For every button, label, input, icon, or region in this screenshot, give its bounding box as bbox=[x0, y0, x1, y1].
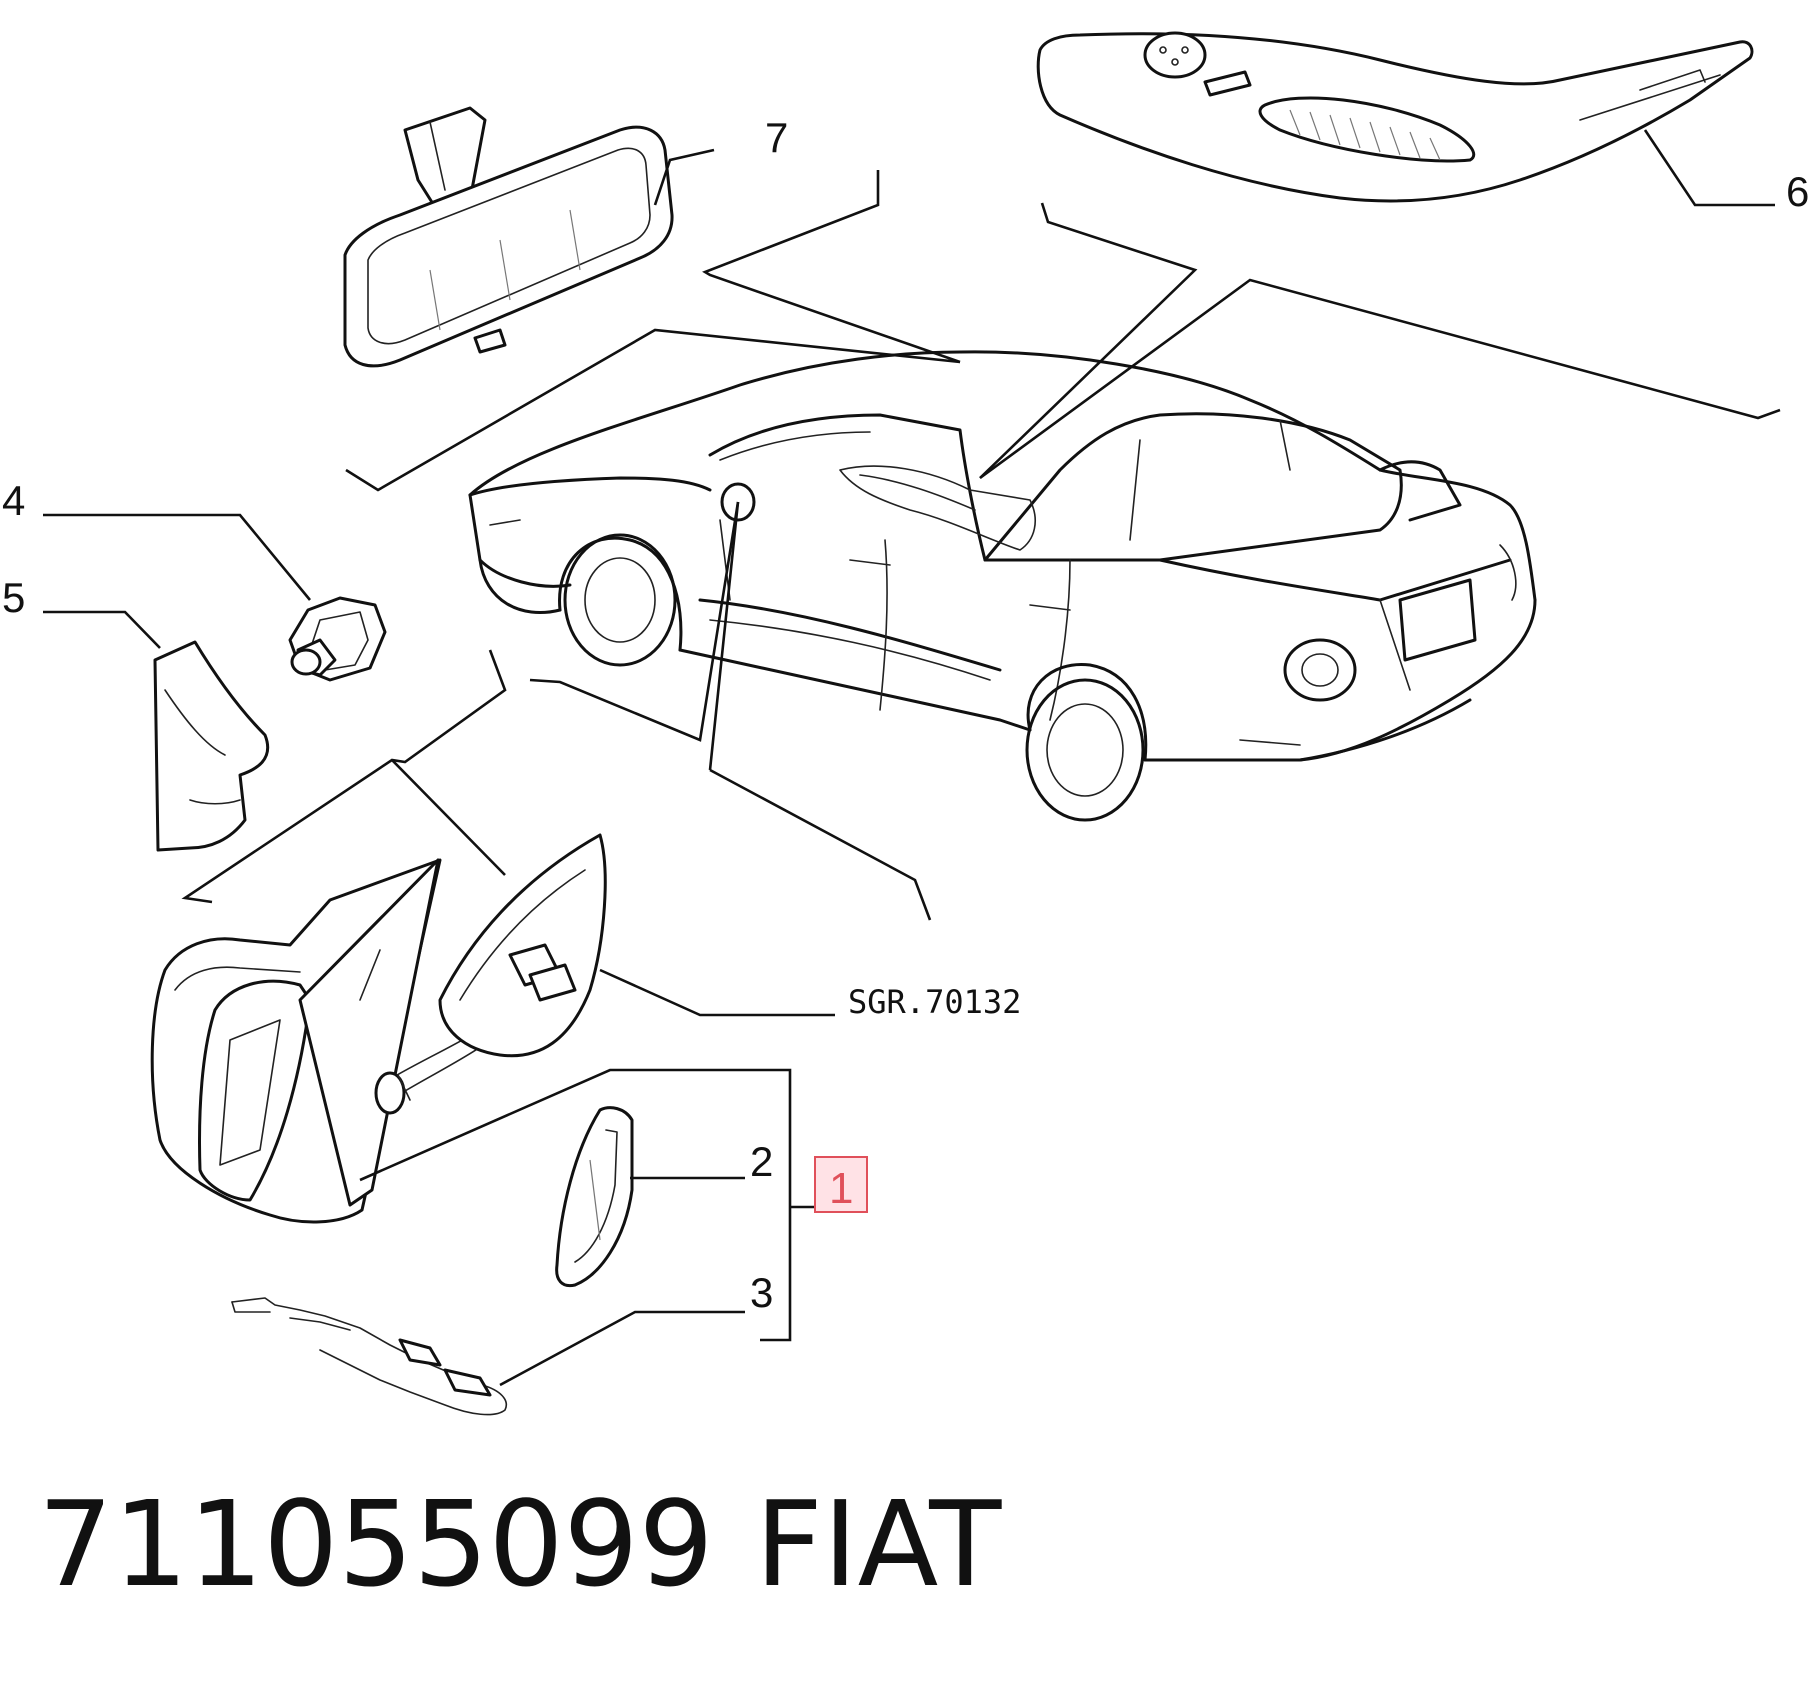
callout-leaders bbox=[43, 129, 1775, 1387]
exterior-mirror-assembly bbox=[150, 833, 607, 1224]
callout-3: 3 bbox=[750, 1269, 773, 1316]
callout-2: 2 bbox=[750, 1138, 773, 1185]
overhead-console bbox=[1036, 31, 1754, 203]
rearview-mirror bbox=[343, 106, 674, 368]
mirror-glass bbox=[555, 1106, 634, 1288]
callout-5: 5 bbox=[2, 574, 25, 621]
car-illustration bbox=[468, 350, 1537, 822]
brand-name: FIAT bbox=[755, 1475, 1002, 1613]
callout-7: 7 bbox=[765, 114, 788, 161]
callout-4: 4 bbox=[2, 477, 25, 524]
reference-code: SGR.70132 bbox=[848, 983, 1021, 1021]
guide-lines bbox=[181, 170, 1781, 921]
clip bbox=[288, 596, 387, 682]
part-number: 711055099 bbox=[38, 1475, 714, 1613]
wire-harness bbox=[231, 1297, 507, 1416]
callout-1: 1 bbox=[829, 1164, 853, 1213]
callout-6: 6 bbox=[1786, 168, 1809, 215]
callout-1-highlight bbox=[814, 1156, 868, 1213]
mirror-trim-cover bbox=[153, 640, 270, 852]
